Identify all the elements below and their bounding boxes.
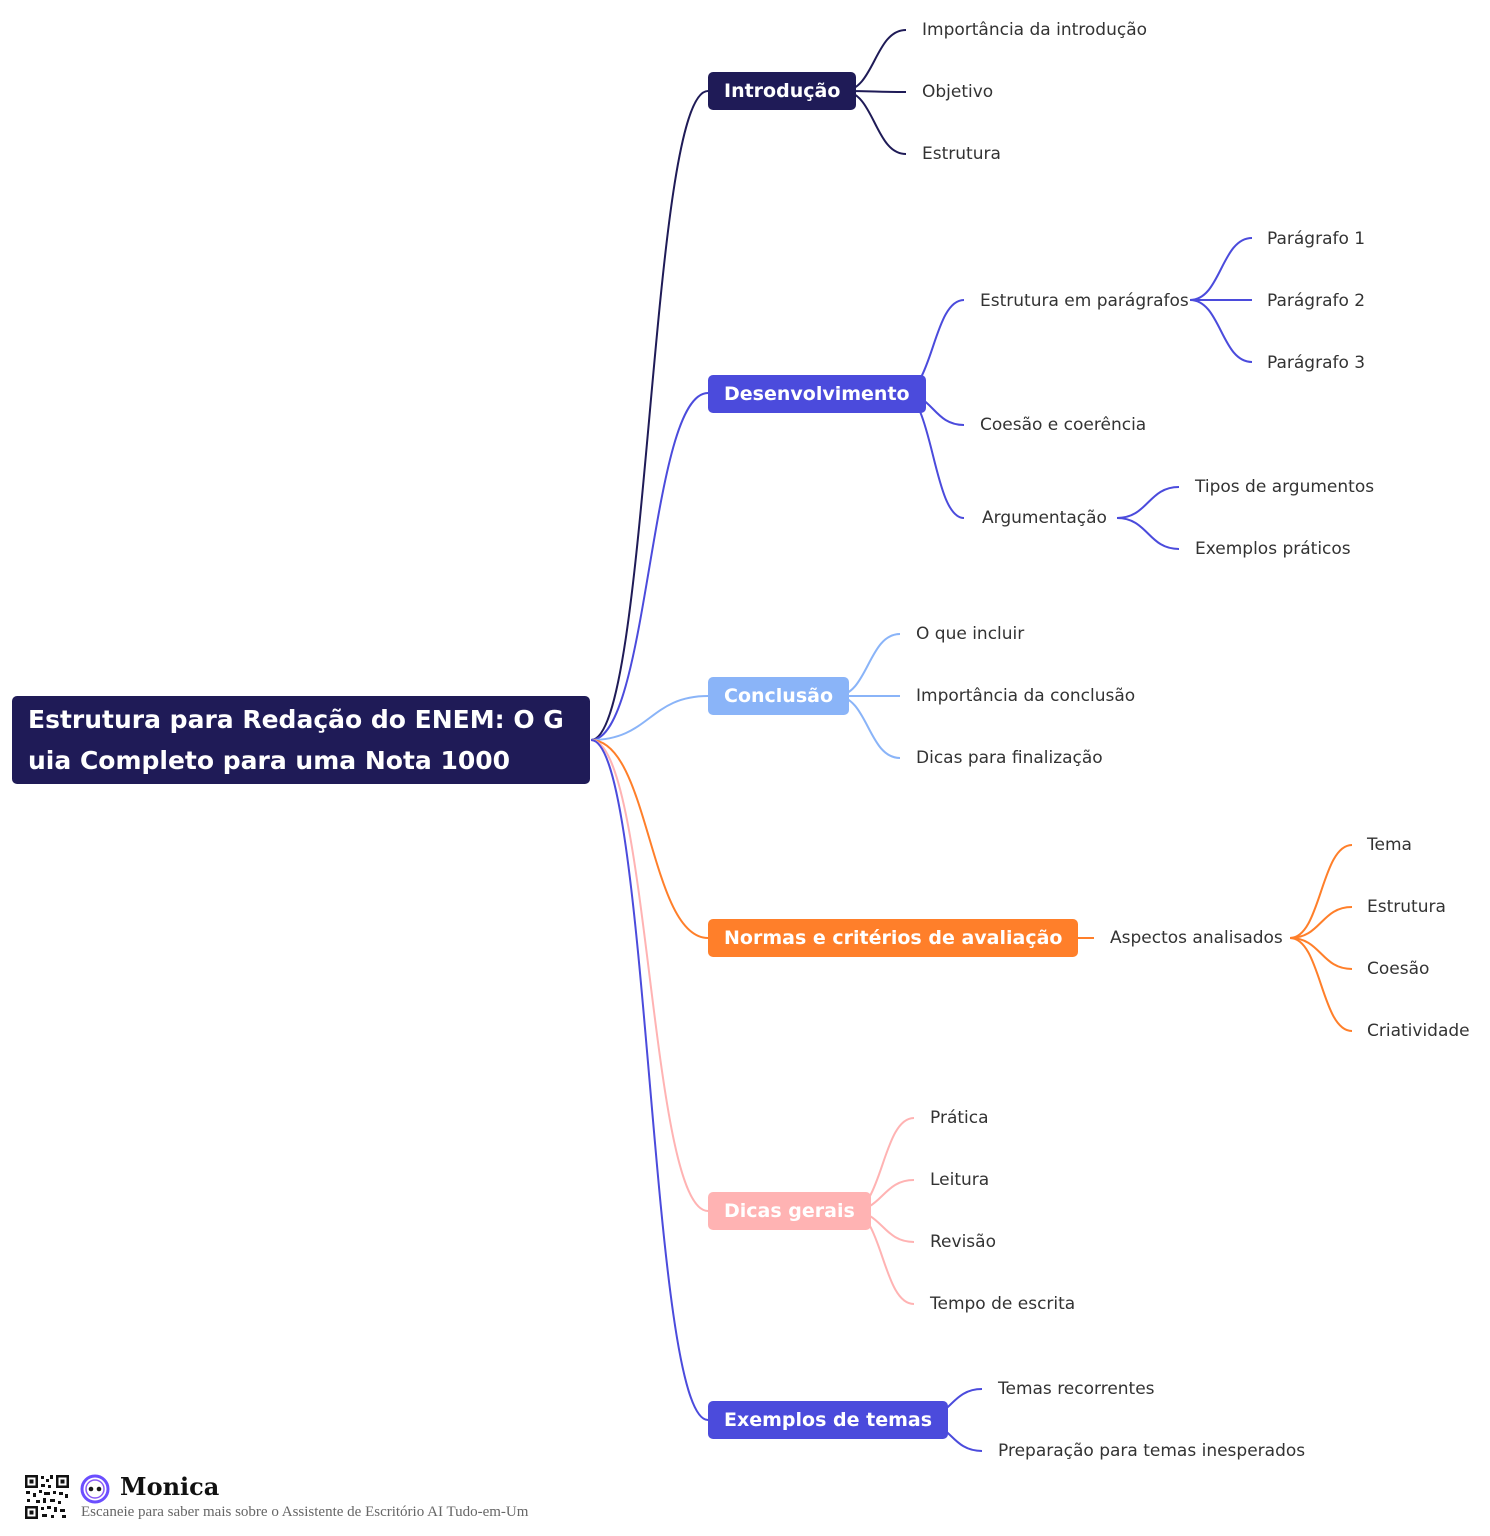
- argumentacao-link-1: [1116, 517, 1180, 550]
- branch-conclusao[interactable]: Conclusão: [708, 677, 850, 715]
- leaf-exemplos-praticos[interactable]: Exemplos práticos: [1195, 539, 1351, 559]
- leaf-importancia-introducao[interactable]: Importância da introdução: [922, 20, 1148, 40]
- subnode-aspectos-analisados[interactable]: Aspectos analisados: [1110, 928, 1283, 948]
- leaf-tema[interactable]: Tema: [1367, 835, 1412, 855]
- subnode-estrutura-paragrafos[interactable]: Estrutura em parágrafos: [980, 291, 1189, 311]
- root-link-0: [590, 90, 709, 741]
- aspectos-link-3: [1289, 937, 1353, 1032]
- leaf-tipos-argumentos[interactable]: Tipos de argumentos: [1195, 477, 1375, 497]
- root-node[interactable]: Estrutura para Redação do ENEM: O Guia C…: [12, 696, 590, 784]
- leaf-temas-recorrentes[interactable]: Temas recorrentes: [998, 1379, 1155, 1399]
- leaf-estrutura-aspecto[interactable]: Estrutura: [1367, 897, 1446, 917]
- branch-dicas-gerais[interactable]: Dicas gerais: [708, 1192, 871, 1230]
- aspectos-link-2: [1289, 937, 1353, 970]
- root-link-1: [590, 392, 709, 741]
- leaf-pratica[interactable]: Prática: [930, 1108, 989, 1128]
- qr-code-icon: [24, 1474, 70, 1520]
- leaf-dicas-finalizacao[interactable]: Dicas para finalização: [916, 748, 1103, 768]
- leaf-leitura[interactable]: Leitura: [930, 1170, 990, 1190]
- aspectos-link-1: [1289, 906, 1353, 939]
- aspectos-link-0: [1289, 844, 1353, 939]
- monica-logo-icon: [80, 1474, 110, 1504]
- leaf-coesao-coerencia[interactable]: Coesão e coerência: [980, 415, 1147, 435]
- root-link-4: [590, 739, 709, 1212]
- root-link-2: [590, 695, 709, 741]
- leaf-o-que-incluir[interactable]: O que incluir: [916, 624, 1025, 644]
- leaf-tempo-escrita[interactable]: Tempo de escrita: [930, 1294, 1076, 1314]
- leaf-paragrafo-3[interactable]: Parágrafo 3: [1267, 353, 1366, 373]
- argumentacao-link-0: [1116, 486, 1180, 519]
- leaf-objetivo[interactable]: Objetivo: [922, 82, 994, 102]
- paragrafos-link-0: [1189, 237, 1253, 301]
- branch-normas[interactable]: Normas e critérios de avaliação: [708, 919, 1079, 957]
- footer-tagline: Escaneie para saber mais sobre o Assiste…: [81, 1504, 529, 1520]
- leaf-paragrafo-1[interactable]: Parágrafo 1: [1267, 229, 1366, 249]
- leaf-coesao[interactable]: Coesão: [1367, 959, 1430, 979]
- root-link-5: [590, 739, 709, 1421]
- leaf-revisao[interactable]: Revisão: [930, 1232, 996, 1252]
- leaf-criatividade[interactable]: Criatividade: [1367, 1021, 1470, 1041]
- leaf-estrutura-intro[interactable]: Estrutura: [922, 144, 1001, 164]
- paragrafos-link-2: [1189, 299, 1253, 363]
- leaf-importancia-conclusao[interactable]: Importância da conclusão: [916, 686, 1136, 706]
- root-link-3: [590, 739, 709, 939]
- brand-name: Monica: [120, 1472, 220, 1501]
- leaf-paragrafo-2[interactable]: Parágrafo 2: [1267, 291, 1366, 311]
- subnode-argumentacao[interactable]: Argumentação: [982, 508, 1107, 528]
- leaf-temas-inesperados[interactable]: Preparação para temas inesperados: [998, 1441, 1306, 1461]
- branch-introducao[interactable]: Introdução: [708, 72, 857, 110]
- branch-desenvolvimento[interactable]: Desenvolvimento: [708, 375, 926, 413]
- branch-exemplos-temas[interactable]: Exemplos de temas: [708, 1401, 949, 1439]
